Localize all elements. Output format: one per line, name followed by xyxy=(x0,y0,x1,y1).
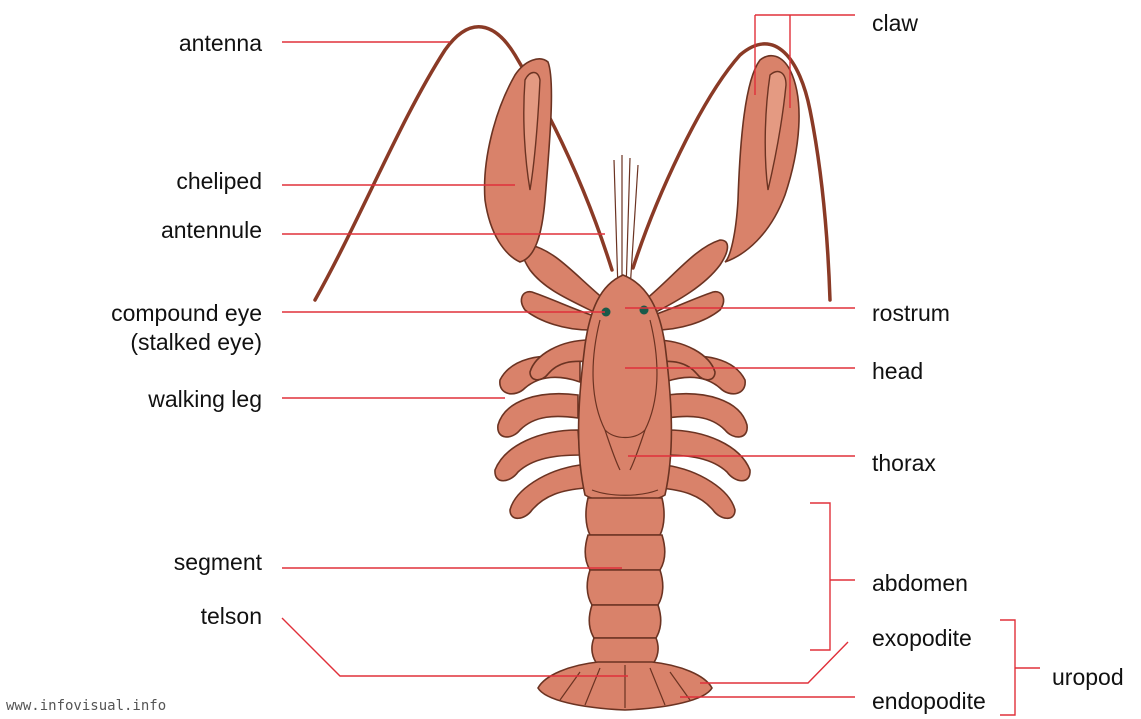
label-abdomen: abdomen xyxy=(872,570,968,596)
label-thorax: thorax xyxy=(872,450,936,476)
label-endopodite: endopodite xyxy=(872,688,986,714)
left-cheliped xyxy=(485,59,605,330)
antenna-right xyxy=(633,44,830,300)
label-rostrum: rostrum xyxy=(872,300,950,326)
label-exopodite: exopodite xyxy=(872,625,972,651)
label-antenna: antenna xyxy=(100,30,262,56)
label-telson: telson xyxy=(100,603,262,629)
label-uropod: uropod xyxy=(1052,664,1124,690)
watermark: www.infovisual.info xyxy=(6,698,166,714)
label-cheliped: cheliped xyxy=(100,168,262,194)
label-stalked-eye: (stalked eye) xyxy=(40,329,262,355)
label-antennule: antennule xyxy=(100,217,262,243)
walking-legs-left xyxy=(495,340,590,518)
label-walking-leg: walking leg xyxy=(80,386,262,412)
label-claw: claw xyxy=(872,10,918,36)
right-cheliped xyxy=(645,56,799,330)
antennules xyxy=(614,155,638,290)
label-head: head xyxy=(872,358,923,384)
abdomen-segments xyxy=(585,498,665,665)
label-compound-eye: compound eye xyxy=(40,300,262,326)
antenna-left xyxy=(315,27,612,300)
tail-fan xyxy=(538,662,712,710)
label-segment: segment xyxy=(100,549,262,575)
compound-eye-right xyxy=(640,306,649,315)
